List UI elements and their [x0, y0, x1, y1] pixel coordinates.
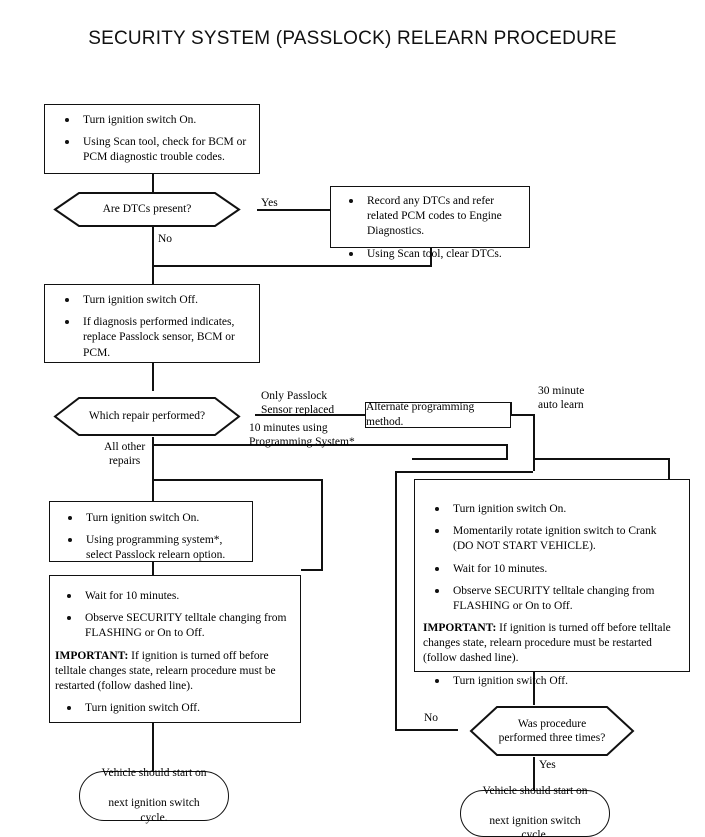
bullet-item: Momentarily rotate ignition switch to Cr… [423, 524, 677, 554]
edge-label-yes-three: Yes [539, 759, 556, 771]
bullet-item: Turn ignition switch Off. [55, 701, 291, 716]
connector-dtc-no [152, 226, 154, 284]
edge-label-no-dtc: No [158, 233, 173, 245]
node-record-dtcs: Record any DTCs and refer related PCM co… [330, 186, 530, 260]
bullet-item: If diagnosis performed indicates, replac… [53, 315, 249, 361]
page-title: SECURITY SYSTEM (PASSLOCK) RELEARN PROCE… [88, 28, 617, 49]
connector-start-to-dtc [152, 174, 154, 193]
connector-repair-down [152, 363, 154, 391]
bullet-item: Turn ignition switch Off. [423, 674, 677, 689]
node-label: Alternate programming method. [366, 400, 475, 428]
important-note: IMPORTANT: If ignition is turned off bef… [423, 621, 677, 667]
connector-three-no-top [395, 471, 533, 473]
important-text: If ignition is turned off before telltal… [55, 649, 276, 692]
node-repair: Turn ignition switch Off. If diagnosis p… [44, 284, 260, 363]
node-left-programming: Turn ignition switch On. Using programmi… [49, 501, 253, 562]
node-alternate-method: Alternate programming method. [365, 400, 511, 428]
connector-record-left [152, 265, 432, 267]
edge-label-all-other: All other repairs [104, 441, 146, 468]
bullet-item: Turn ignition switch On. [423, 502, 677, 517]
terminator-line2: next ignition switch cycle. [108, 797, 200, 824]
node-left-wait: Wait for 10 minutes. Observe SECURITY te… [49, 575, 301, 723]
bullet-item: Wait for 10 minutes. [423, 562, 677, 577]
important-note: IMPORTANT: If ignition is turned off bef… [55, 649, 291, 695]
bullet-item: Wait for 10 minutes. [55, 589, 291, 604]
connector-record-down [430, 248, 432, 266]
connector-three-yes [533, 757, 535, 790]
connector-rightbox-out [533, 672, 535, 705]
edge-label-only-passlock: Only Passlock Sensor replaced [261, 390, 335, 417]
connector-only-passlock [255, 414, 367, 416]
connector-three-no [395, 729, 458, 731]
connector-three-no-up [395, 471, 397, 731]
node-end-right: Vehicle should start on next ignition sw… [460, 785, 610, 837]
connector-tenmin-down [506, 444, 508, 459]
important-label: IMPORTANT: [423, 622, 497, 635]
connector-leftloop-b [321, 479, 323, 571]
connector-tenmin-right [152, 444, 507, 446]
bullet-item: Turn ignition switch On. [53, 113, 249, 128]
terminator-line1: Vehicle should start on [101, 767, 207, 780]
bullet-item: Using Scan tool, clear DTCs. [337, 247, 521, 262]
bullet-item: Turn ignition switch On. [56, 511, 244, 526]
bullet-item: Turn ignition switch Off. [53, 293, 249, 308]
connector-alt-right [510, 414, 534, 416]
connector-leftprog-out [152, 562, 154, 575]
node-dtc-decision: Are DTCs present? [37, 191, 257, 228]
bullet-item: Observe SECURITY telltale changing from … [55, 611, 291, 641]
connector-leftwait-out [152, 723, 154, 771]
node-start: Turn ignition switch On. Using Scan tool… [44, 104, 260, 174]
bullet-item: Record any DTCs and refer related PCM co… [337, 194, 521, 240]
edge-label-yes-dtc: Yes [261, 197, 278, 209]
node-three-times-decision: Was procedure performed three times? [457, 705, 647, 757]
bullet-item: Observe SECURITY telltale changing from … [423, 584, 677, 614]
connector-rightloop-top [533, 458, 670, 460]
important-text: If ignition is turned off before telltal… [423, 622, 671, 665]
connector-tenmin-into [412, 458, 508, 460]
connector-leftloop-c [152, 479, 323, 481]
node-right-crank: Turn ignition switch On. Momentarily rot… [414, 479, 690, 687]
bullet-item: Using programming system*, select Passlo… [56, 533, 244, 563]
connector-alt-down-b [533, 414, 535, 471]
connector-dtc-yes [257, 209, 331, 211]
connector-leftprog-in [152, 479, 154, 501]
edge-label-thirty-minute: 30 minute auto learn [538, 385, 585, 412]
terminator-line1: Vehicle should start on [482, 784, 588, 797]
edge-label-no-three: No [424, 712, 439, 724]
node-repair-decision: Which repair performed? [37, 396, 257, 437]
important-label: IMPORTANT: [55, 649, 129, 662]
node-end-left: Vehicle should start on next ignition sw… [79, 767, 229, 824]
connector-leftloop-a [301, 569, 323, 571]
terminator-line2: next ignition switch cycle. [489, 814, 581, 837]
edge-label-ten-minutes: 10 minutes using Programming System* [249, 422, 355, 449]
bullet-item: Using Scan tool, check for BCM or PCM di… [53, 135, 249, 165]
